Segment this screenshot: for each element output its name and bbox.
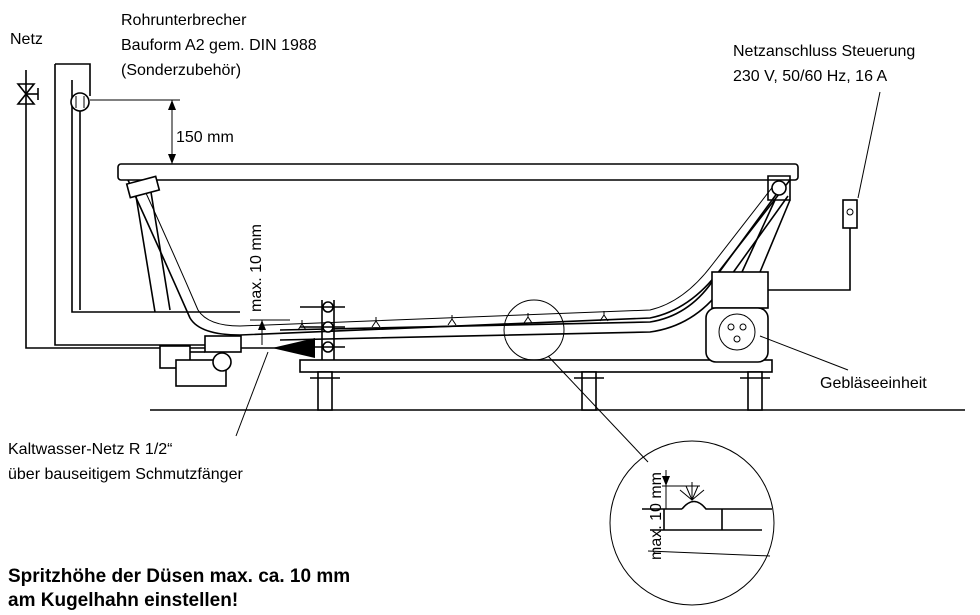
label-kaltwasser: Kaltwasser-Netz R 1/2“ (8, 441, 173, 458)
nozzle-detail-view (609, 440, 775, 606)
tub-rim (117, 163, 799, 181)
label-schmutzfaenger: über bauseitigem Schmutzfänger (8, 466, 243, 483)
tub-body-inner (139, 179, 779, 327)
air-pipe-upper (279, 191, 779, 331)
tub-body (127, 179, 791, 336)
label-rohrunterbrecher: Rohrunterbrecher (121, 12, 247, 29)
label-bauform: Bauform A2 gem. DIN 1988 (121, 37, 317, 54)
nozzle-icon (297, 311, 609, 331)
kaltwasser-leader (235, 351, 269, 437)
blower-leader (759, 335, 849, 371)
label-sonderzubehoer: (Sonderzubehör) (121, 62, 241, 79)
dimension-max10 (250, 319, 290, 345)
pipe-breaker-icon (70, 92, 90, 112)
label-150mm: 150 mm (176, 129, 234, 146)
detail-marker (503, 299, 565, 361)
label-max10-detail: max. 10 mm (648, 472, 665, 560)
mains-pipe-outer (25, 70, 276, 349)
label-netz: Netz (10, 31, 43, 48)
label-geblaeseeinheit: Gebläseeinheit (820, 375, 927, 392)
blower-unit-icon (705, 175, 791, 363)
drain-assembly (159, 335, 242, 387)
note-kugelhahn: am Kugelhahn einstellen! (8, 590, 238, 611)
manifold (300, 300, 345, 360)
overflow-pipe (134, 185, 171, 313)
overflow-head (125, 175, 161, 199)
base-frame (299, 359, 773, 373)
ball-valve-icon (16, 83, 39, 105)
support-feet (310, 371, 770, 411)
power-socket-icon (768, 199, 858, 291)
breaker-pipe (54, 63, 240, 346)
detail-leader (547, 355, 649, 463)
socket-leader (857, 91, 881, 199)
note-spritzhoehe: Spritzhöhe der Düsen max. ca. 10 mm (8, 566, 350, 587)
label-max10: max. 10 mm (248, 224, 265, 312)
dimension-150 (90, 99, 180, 164)
inflow-arrow (272, 338, 315, 358)
label-netzanschluss: Netzanschluss Steuerung (733, 43, 915, 60)
label-netzanschluss-values: 230 V, 50/60 Hz, 16 A (733, 68, 888, 85)
